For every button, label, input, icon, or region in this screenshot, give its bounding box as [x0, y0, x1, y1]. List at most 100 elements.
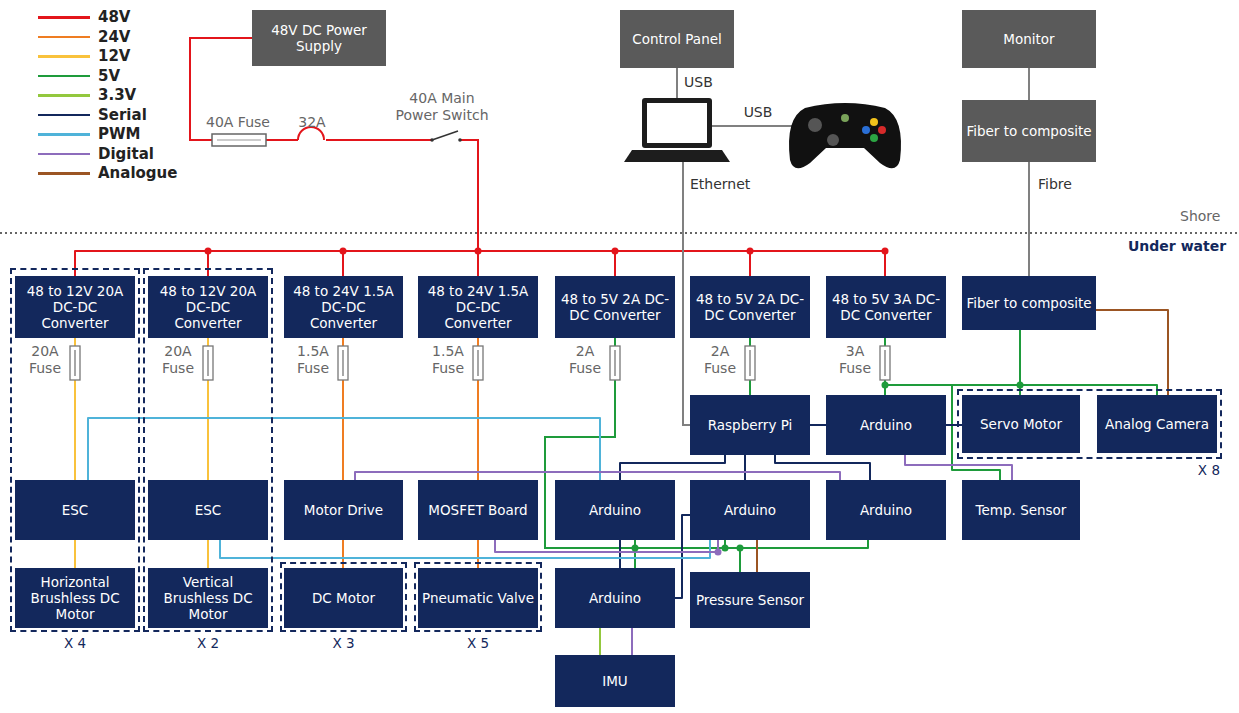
camera-box: Analog Camera	[1097, 395, 1217, 453]
text-label: Under water	[1128, 238, 1236, 255]
group-outline: X 3DC Motor	[280, 562, 407, 632]
drawing-part	[475, 248, 482, 255]
wire-connector	[1028, 68, 1030, 100]
controller-box: Arduino	[826, 395, 946, 455]
drawing-part	[203, 346, 213, 380]
drawing-part	[789, 103, 901, 168]
wire-connector	[495, 540, 718, 552]
text-label: 3A Fuse	[831, 343, 879, 377]
text-label: 2A Fuse	[561, 343, 609, 377]
node-label: Horizontal Brushless DC Motor	[15, 574, 135, 623]
sensor-box: Temp. Sensor	[962, 480, 1080, 540]
text-label: 20A Fuse	[154, 343, 202, 377]
drawing-part	[610, 346, 620, 380]
drawing-part	[70, 346, 80, 380]
text-label: 40A Main Power Switch	[392, 90, 492, 124]
drawing-part	[458, 138, 462, 142]
node-label: Pressure Sensor	[690, 592, 810, 608]
legend-swatch	[38, 75, 90, 78]
power-switch	[430, 131, 462, 143]
drawing-part	[878, 126, 886, 134]
wire-connector	[631, 628, 633, 655]
drawing-part	[432, 131, 458, 140]
computer-box: Raspberry Pi	[690, 395, 810, 455]
drawing-part	[612, 248, 619, 255]
motor-box: DC Motor	[284, 568, 403, 628]
legend-label: Digital	[98, 145, 154, 163]
drawing-part	[430, 138, 434, 142]
wire-connector	[190, 38, 885, 276]
motor-box: Horizontal Brushless DC Motor	[15, 568, 135, 628]
node-label: Arduino	[690, 502, 810, 518]
wire-connector	[756, 540, 758, 572]
drawing-part	[715, 549, 722, 556]
legend-label: 5V	[98, 67, 120, 85]
controller-box: Arduino	[555, 568, 675, 628]
drawing-part	[747, 248, 754, 255]
drawing-part	[217, 140, 261, 141]
node-label: 48 to 5V 3A DC-DC Converter	[826, 291, 946, 323]
wire-connector	[744, 455, 746, 480]
wire-connector	[190, 38, 478, 276]
node-label: 48 to 24V 1.5A DC-DC Converter	[418, 283, 538, 332]
drawing-part	[884, 350, 885, 376]
drawing-part	[205, 248, 212, 255]
wire-connector	[885, 338, 1157, 395]
multiplier-label: X 2	[145, 635, 271, 651]
drawing-part	[298, 137, 326, 143]
drawing-part	[647, 103, 707, 143]
drawing-part	[614, 350, 615, 376]
drawing-part	[882, 382, 889, 389]
servo-box: Servo Motor	[962, 395, 1080, 453]
drawing-part	[473, 346, 483, 380]
legend-label: Serial	[98, 106, 147, 124]
multiplier-label: X 3	[282, 635, 405, 651]
converter-box: 48 to 5V 3A DC-DC Converter	[826, 276, 946, 338]
legend-swatch	[38, 55, 90, 58]
sensor-box: IMU	[555, 655, 675, 707]
controller-box: Arduino	[690, 480, 810, 540]
drawing-part	[745, 346, 755, 380]
drawing-part	[683, 160, 690, 425]
text-label: Ethernet	[690, 176, 770, 193]
converter-box: 48 to 24V 1.5A DC-DC Converter	[284, 276, 403, 338]
node-label: 48 to 5V 2A DC-DC Converter	[690, 291, 810, 323]
legend-label: 3.3V	[98, 86, 136, 104]
legend-swatch	[38, 114, 90, 117]
converter-box: 48 to 5V 2A DC-DC Converter	[555, 276, 675, 338]
drawing-part	[737, 545, 744, 552]
power-supply-box: 48V DC Power Supply	[252, 10, 386, 66]
controller-box: Arduino	[555, 480, 675, 540]
legend-swatch	[38, 16, 90, 19]
wire-connector	[599, 628, 601, 655]
node-label: Arduino	[555, 502, 675, 518]
valve-box: Pneumatic Valve	[418, 568, 538, 628]
wire-connector	[190, 38, 478, 276]
drawing-part	[212, 134, 266, 146]
wire-connector	[88, 418, 600, 480]
legend-label: 48V	[98, 8, 130, 26]
legend-swatch	[38, 153, 90, 156]
mosfet-box: MOSFET Board	[418, 480, 538, 540]
drawing-part	[880, 346, 890, 380]
legend-label: Analogue	[98, 164, 177, 182]
wire-connector	[946, 424, 962, 426]
monitor-box: Monitor	[962, 10, 1096, 68]
node-label: 48 to 12V 20A DC-DC Converter	[15, 283, 135, 332]
multiplier-label: X 4	[12, 635, 138, 651]
wire-connector	[190, 38, 478, 276]
control-panel-box: Control Panel	[620, 10, 734, 68]
wire-connector	[545, 338, 868, 548]
wire-connector	[885, 330, 1020, 385]
node-label: 48 to 12V 20A DC-DC Converter	[148, 283, 268, 332]
drawing-part	[841, 114, 849, 122]
sensor-box: Pressure Sensor	[690, 572, 810, 628]
legend-swatch	[38, 36, 90, 39]
drawing-part	[870, 134, 878, 142]
wire-connector	[355, 472, 840, 480]
wire-connector	[619, 540, 621, 568]
text-label: 32A	[292, 114, 332, 131]
drawing-part	[338, 346, 348, 380]
node-label: Arduino	[555, 590, 675, 606]
